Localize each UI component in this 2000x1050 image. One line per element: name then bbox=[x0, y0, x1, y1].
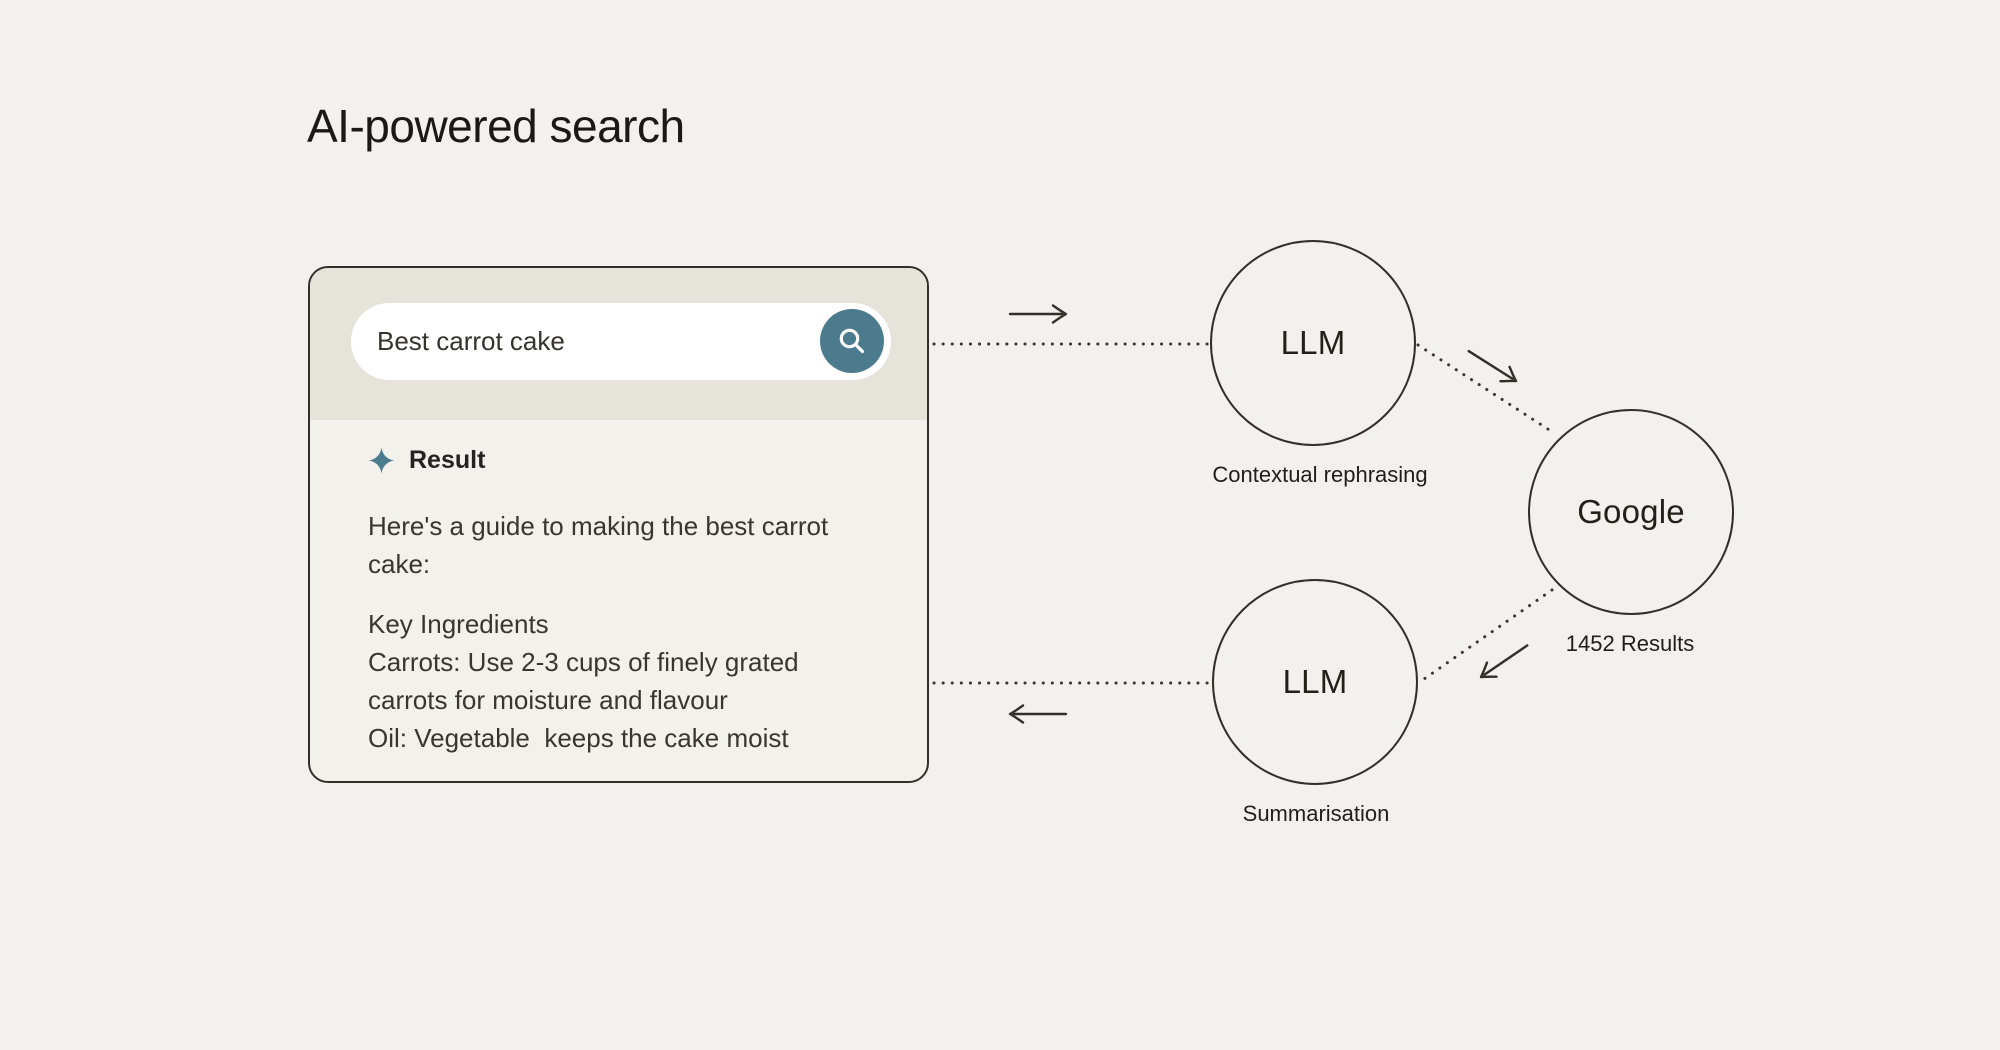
search-bar-section: Best carrot cake bbox=[310, 268, 927, 420]
result-label: Result bbox=[409, 446, 486, 474]
search-result-card: Best carrot cake Result Here's a guide t… bbox=[308, 266, 929, 783]
result-header: Result bbox=[368, 446, 877, 475]
node-label: Google bbox=[1577, 493, 1685, 530]
search-button[interactable] bbox=[820, 309, 884, 373]
node-label: LLM bbox=[1282, 663, 1348, 700]
arrow-down-right-icon bbox=[1467, 349, 1518, 383]
arrow-right-icon bbox=[1008, 304, 1068, 324]
caption-summarisation: Summarisation bbox=[1242, 801, 1390, 826]
result-line: Key Ingredients bbox=[368, 609, 549, 639]
sparkle-icon bbox=[368, 447, 395, 474]
result-line: Carrots: Use 2-3 cups of finely grated c… bbox=[368, 647, 806, 715]
result-line: Oil: Vegetable keeps the cake moist bbox=[368, 723, 789, 753]
caption-results-count: 1452 Results bbox=[1565, 631, 1695, 656]
node-llm-rephrase: LLM bbox=[1210, 240, 1416, 446]
dotted-line-google-to-llm bbox=[1422, 588, 1554, 681]
caption-contextual-rephrasing: Contextual rephrasing bbox=[1212, 462, 1428, 487]
search-input[interactable]: Best carrot cake bbox=[351, 303, 891, 380]
dotted-line-llm-to-google bbox=[1416, 343, 1556, 435]
result-intro: Here's a guide to making the best carrot… bbox=[368, 511, 836, 579]
magnifier-icon bbox=[839, 328, 865, 354]
result-section: Result Here's a guide to making the best… bbox=[310, 420, 927, 757]
arrow-left-icon bbox=[1008, 704, 1068, 724]
node-llm-summarise: LLM bbox=[1212, 579, 1418, 785]
arrow-down-left-icon bbox=[1479, 644, 1529, 679]
page-title: AI-powered search bbox=[307, 100, 685, 152]
search-query-text: Best carrot cake bbox=[377, 326, 565, 356]
node-google: Google bbox=[1528, 409, 1734, 615]
node-label: LLM bbox=[1280, 324, 1346, 361]
